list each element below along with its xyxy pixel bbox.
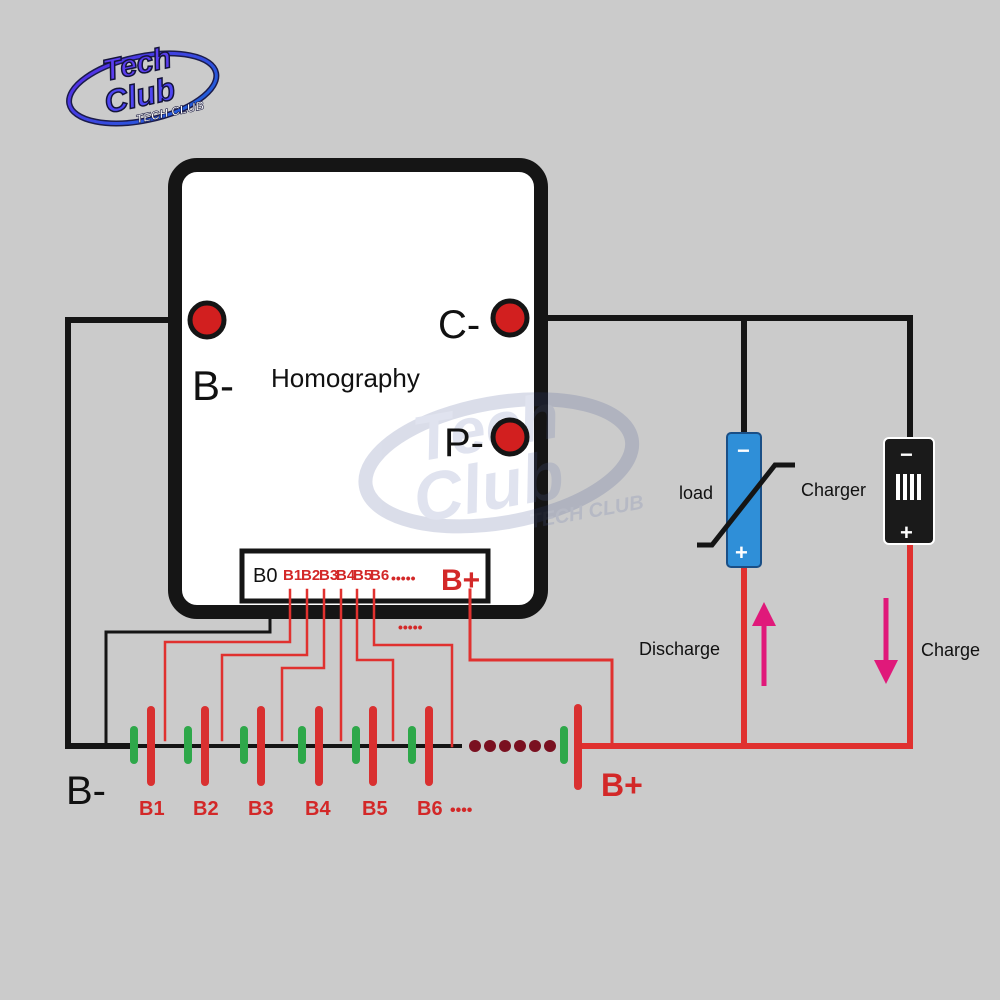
battery-cell-b5 (352, 706, 377, 786)
terminal-c-minus (490, 298, 530, 338)
charger-grille-icon (896, 474, 921, 500)
label-cell-b3: B3 (248, 798, 274, 820)
battery-cells (130, 704, 582, 790)
wire-c-minus-charger (507, 315, 913, 443)
label-balance-b-plus: B+ (441, 564, 480, 597)
balance-labels: B0 B1 B2 B3 B4 B5 B6 ••••• B+ ••••• (253, 564, 480, 635)
label-c-minus: C- (438, 303, 480, 347)
load-component: − + load (679, 432, 795, 568)
balance-wire-ellipsis: ••••• (398, 619, 423, 635)
wire-b-plus-charger (579, 537, 913, 749)
charge-arrow-down-icon (874, 660, 898, 684)
label-balance-b3: B3 (319, 567, 338, 584)
label-battery-b-minus: B- (66, 769, 106, 813)
battery-cell-b6 (408, 706, 433, 786)
wire-b3-balance (280, 588, 326, 742)
charger-minus-sign: − (900, 442, 913, 467)
wire-b1-balance (163, 588, 292, 742)
label-balance-b5: B5 (353, 567, 372, 584)
load-minus-sign: − (737, 438, 750, 463)
red-power-wires (579, 537, 913, 749)
wire-b5-balance (355, 588, 395, 742)
label-balance-b6: B6 (370, 567, 389, 584)
charger-component: − + Charger (801, 437, 935, 545)
wire-b-minus-main (65, 317, 208, 749)
label-balance-b2: B2 (301, 567, 320, 584)
discharge-flow: Discharge (639, 602, 776, 686)
charger-body (883, 437, 935, 545)
label-cell-b1: B1 (139, 798, 165, 820)
load-label: load (679, 483, 713, 503)
load-variable-slash (697, 462, 795, 548)
load-body (726, 432, 762, 568)
balance-ellipsis: ••••• (391, 570, 416, 586)
label-cell-ellipsis: •••• (450, 802, 473, 819)
charger-plus-sign: + (900, 520, 913, 545)
board-title: Homography (271, 363, 420, 393)
terminal-b-minus (187, 300, 227, 340)
label-battery-b-plus: B+ (601, 767, 643, 803)
battery-cell-b3 (240, 706, 265, 786)
battery-cell-b2 (184, 706, 209, 786)
wire-b6-balance (372, 588, 454, 748)
battery-labels: B- B+ B1 B2 B3 B4 B5 B6 •••• (66, 767, 643, 820)
label-balance-b4: B4 (336, 567, 356, 584)
wire-b2-balance (220, 588, 309, 742)
label-cell-b5: B5 (362, 798, 388, 820)
tech-club-logo: Tech Club TECH CLUB (66, 41, 220, 127)
label-cell-b6: B6 (417, 798, 443, 820)
label-board-b-minus: B- (192, 362, 234, 409)
label-balance-b0: B0 (253, 565, 277, 587)
wire-b-plus-balance (468, 588, 614, 748)
red-balance-wires (163, 588, 614, 748)
battery-cell-b4 (298, 706, 323, 786)
label-cell-b2: B2 (193, 798, 219, 820)
protection-board (168, 158, 548, 619)
battery-cell-b1 (130, 706, 155, 786)
discharge-arrow-up-icon (752, 602, 776, 626)
label-cell-b4: B4 (305, 798, 331, 820)
charge-flow: Charge (874, 598, 980, 684)
discharge-label: Discharge (639, 639, 720, 659)
battery-cell-last (560, 704, 582, 790)
terminal-p-minus (490, 417, 530, 457)
tech-club-watermark: Tech Club TECH CLUB (358, 379, 645, 538)
battery-cell-ellipsis-dots (469, 740, 556, 752)
load-plus-sign: + (735, 540, 748, 565)
charger-label: Charger (801, 480, 866, 500)
label-p-minus: P- (444, 421, 484, 465)
label-balance-b1: B1 (283, 567, 302, 584)
charge-label: Charge (921, 640, 980, 660)
board-terminals: B- C- P- Homography (187, 298, 530, 465)
balance-connector (239, 548, 491, 604)
